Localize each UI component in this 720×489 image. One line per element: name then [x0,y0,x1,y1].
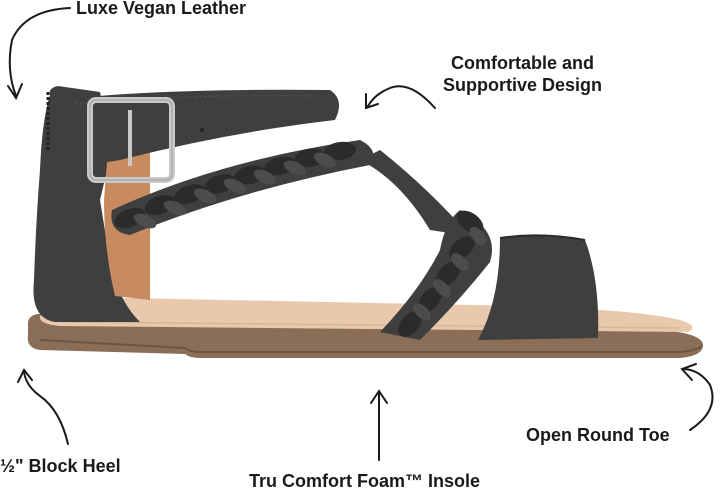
braided-strap-upper [111,140,374,235]
callout-design: Comfortable and Supportive Design [443,52,602,96]
heel-arrow [17,368,69,445]
sandal-ankle-strap [58,89,339,183]
callout-heel: ½" Block Heel [0,456,121,476]
callout-leather: Luxe Vegan Leather [76,0,247,18]
callout-design-line1: Comfortable and [451,53,595,73]
callout-insole: Tru Comfort Foam™ Insole [249,471,481,489]
design-arrow [365,85,436,110]
callout-design-line2: Supportive Design [443,75,603,95]
callout-toe: Open Round Toe [526,425,670,445]
sandal-toe-strap [478,234,599,340]
braided-strap-lower [380,210,492,340]
toe-arrow [680,363,714,431]
insole-arrow [370,389,388,461]
leather-arrow [7,7,71,101]
sandal-t-strap [360,150,470,236]
